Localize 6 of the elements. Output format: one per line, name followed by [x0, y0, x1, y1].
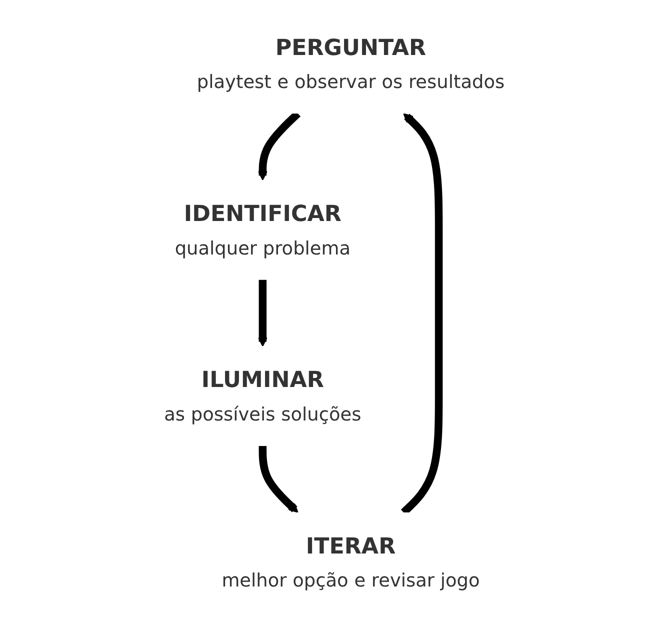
node-text: PERGUNTAR playtest e observar os resultados: [197, 34, 505, 93]
arrow: [258, 280, 268, 347]
arrow: [258, 446, 298, 513]
node-text: ITERAR melhor opção e revisar jogo: [222, 532, 480, 592]
node-text: ILUMINAR as possíveis soluções: [164, 366, 362, 425]
node-text: IDENTIFICAR qualquer problema: [174, 200, 351, 259]
